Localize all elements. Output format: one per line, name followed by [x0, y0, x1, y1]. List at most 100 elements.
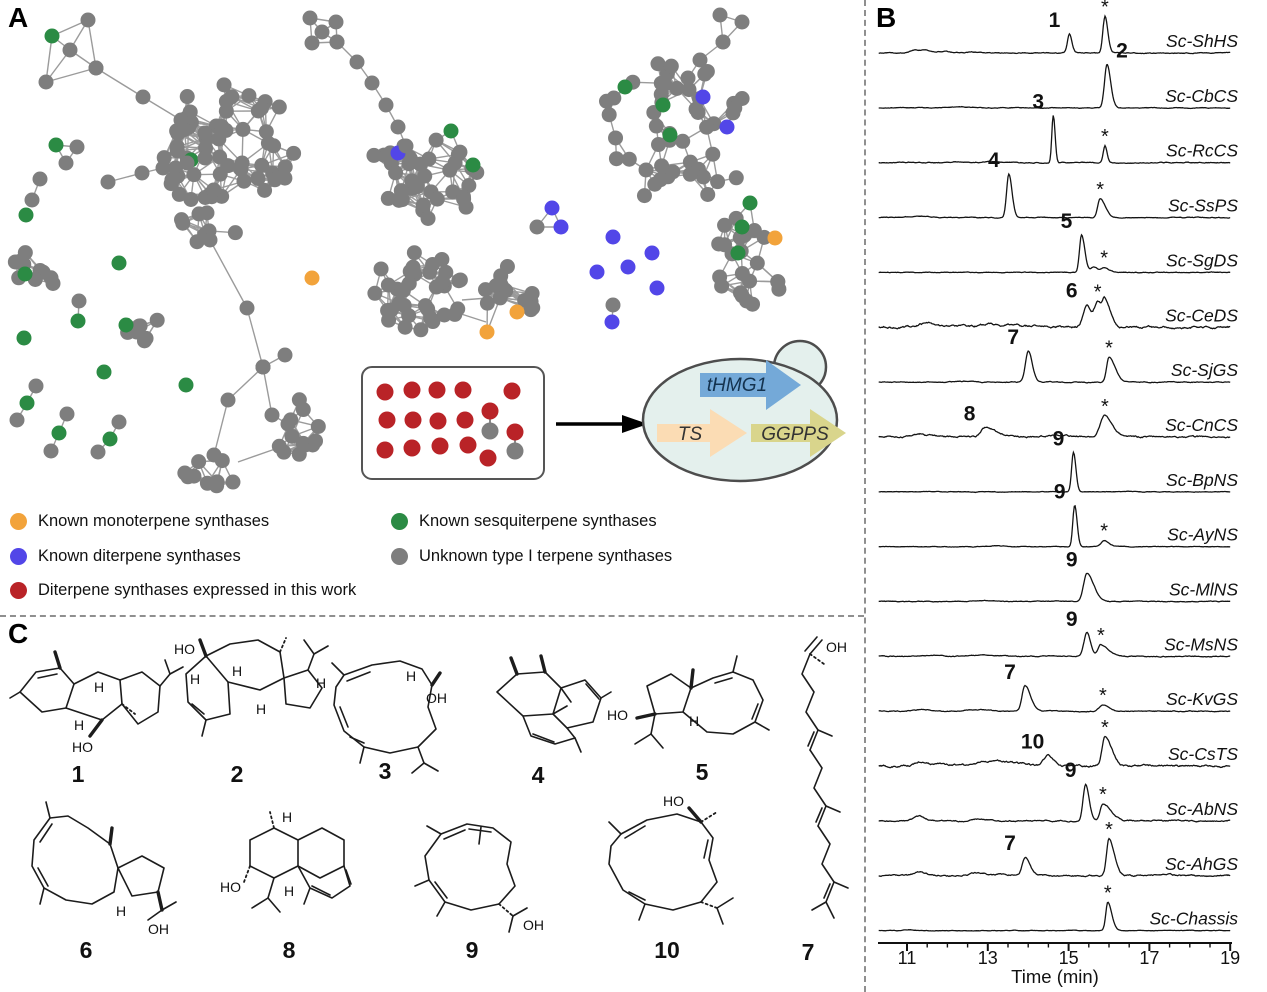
network-node [24, 192, 40, 208]
network-node [186, 167, 202, 183]
network-node [304, 270, 320, 286]
network-nodes [7, 7, 787, 494]
network-node [250, 170, 266, 186]
network-node [717, 237, 733, 253]
network-node [214, 118, 230, 134]
network-node [420, 210, 436, 226]
network-node [264, 407, 280, 423]
trace-name: Sc-AbNS [1166, 799, 1238, 819]
atom-label: H [689, 713, 699, 729]
network-node [62, 42, 78, 58]
network-node [70, 313, 86, 329]
red-expressed-node [431, 437, 449, 455]
network-node [314, 24, 330, 40]
gene-label: TS [678, 424, 703, 445]
network-node [255, 359, 271, 375]
atom-label: OH [426, 690, 447, 706]
red-expressed-node [481, 402, 499, 420]
network-node [396, 297, 412, 313]
network-node [650, 56, 666, 72]
gene-arrow-icon [751, 409, 846, 457]
peak-asterisk: * [1101, 0, 1109, 18]
atom-label: H [316, 675, 326, 691]
network-node [669, 80, 685, 96]
network-node [734, 219, 750, 235]
red-expressed-node [506, 423, 524, 441]
network-node [17, 266, 33, 282]
chromatogram-trace [878, 735, 1231, 769]
peak-number: 9 [1066, 608, 1078, 631]
molecule-structure-7: OH 7 [801, 636, 849, 965]
network-node [216, 77, 232, 93]
network-node [398, 138, 414, 154]
network-node [405, 259, 421, 275]
network-node [225, 474, 241, 490]
peak-number: 3 [1032, 91, 1044, 114]
trace-name: Sc-BpNS [1166, 470, 1238, 490]
peak-asterisk: * [1104, 882, 1112, 904]
atom-label: H [190, 671, 200, 687]
network-node [241, 88, 257, 104]
network-node [96, 364, 112, 380]
network-node [260, 135, 276, 151]
network-node [517, 292, 533, 308]
network-node [271, 99, 287, 115]
network-node [202, 232, 218, 248]
network-node [608, 130, 624, 146]
network-node [254, 157, 270, 173]
trace-name: Sc-CbCS [1165, 86, 1238, 106]
network-node [621, 151, 637, 167]
network-node [118, 317, 134, 333]
chromatogram-trace [878, 14, 1231, 55]
trace-name: Sc-ShHS [1166, 31, 1238, 51]
network-node [417, 298, 433, 314]
network-node [680, 70, 696, 86]
arrow-head-icon [622, 415, 648, 433]
network-node [308, 433, 324, 449]
network-node [425, 314, 441, 330]
network-node [397, 319, 413, 335]
peak-asterisk: * [1097, 625, 1105, 647]
red-expressed-node [503, 382, 521, 400]
atom-label: H [406, 668, 416, 684]
network-node [770, 274, 786, 290]
network-node [651, 137, 667, 153]
network-node [756, 229, 772, 245]
network-node [390, 119, 406, 135]
network-node [212, 149, 228, 165]
network-node [149, 312, 165, 328]
peak-asterisk: * [1105, 819, 1113, 841]
network-node [690, 105, 706, 121]
molecule-number: 1 [72, 761, 85, 787]
network-node [695, 89, 711, 105]
molecule-structure-10: HO 10 [608, 793, 734, 963]
atom-label: H [94, 679, 104, 695]
network-node [402, 149, 418, 165]
trace-name: Sc-AhGS [1165, 854, 1238, 874]
peak-asterisk: * [1099, 685, 1107, 707]
network-node [328, 14, 344, 30]
network-node [253, 100, 269, 116]
network-node [714, 278, 730, 294]
chromatogram-trace [878, 572, 1231, 603]
atom-label: OH [148, 921, 169, 937]
unknown-dot-icon [391, 548, 408, 565]
network-node [364, 75, 380, 91]
network-node [206, 447, 222, 463]
axis-title: Time (min) [1011, 966, 1099, 987]
network-node [617, 79, 633, 95]
network-node [413, 322, 429, 338]
network-node [209, 478, 225, 494]
chromatogram-trace [878, 631, 1231, 658]
peak-asterisk: * [1101, 396, 1109, 418]
network-node [492, 290, 508, 306]
network-node [38, 74, 54, 90]
atom-label: H [282, 809, 292, 825]
atom-label: H [256, 701, 266, 717]
atom-label: H [74, 717, 84, 733]
network-node [745, 296, 761, 312]
network-node [280, 416, 296, 432]
network-node [71, 293, 87, 309]
network-node [421, 151, 437, 167]
trace-name: Sc-MsNS [1164, 634, 1238, 654]
